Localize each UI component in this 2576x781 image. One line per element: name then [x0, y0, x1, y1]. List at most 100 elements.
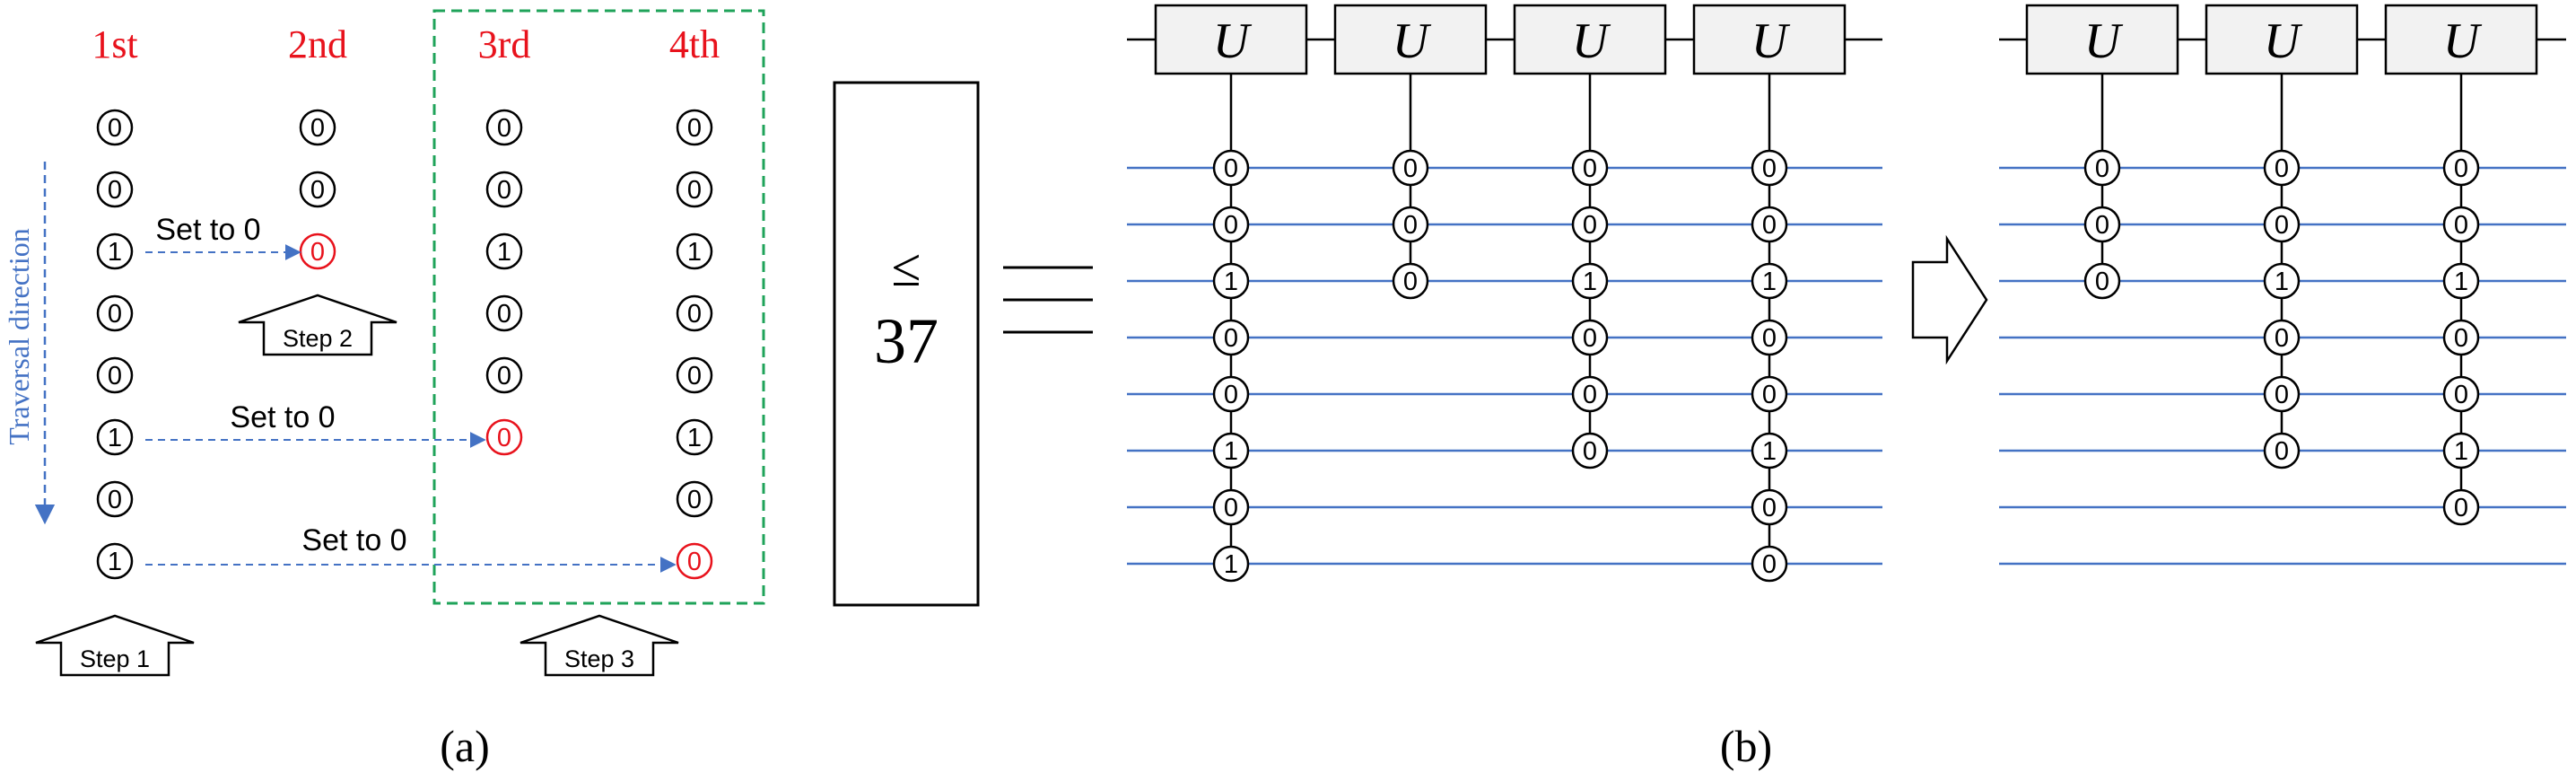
control-bit-value: 0	[1403, 154, 1418, 183]
control-bit-value: 0	[2454, 381, 2468, 409]
bit-value: 1	[108, 238, 122, 267]
control-bit: 0	[1571, 149, 1609, 187]
control-bit-value: 0	[1403, 211, 1418, 240]
u-gate-box	[1692, 4, 1847, 75]
bit-cell: 1	[676, 418, 713, 456]
bit-value: 0	[497, 362, 511, 390]
control-bit: 1	[1212, 432, 1250, 469]
step-1-label: Step 1	[80, 645, 150, 672]
bit-cell: 0	[676, 294, 713, 332]
control-bit-value: 0	[2454, 494, 2468, 522]
control-bit: 0	[2442, 319, 2480, 356]
bit-value: 0	[687, 176, 702, 205]
control-bit-value: 1	[1762, 268, 1777, 296]
bit-cell: 1	[676, 233, 713, 270]
control-bit-value: 0	[2275, 154, 2289, 183]
control-bit-value: 0	[1224, 324, 1238, 353]
bit-cell: 0	[485, 294, 523, 332]
control-bit: 0	[1751, 149, 1788, 187]
bit-value: 1	[687, 424, 702, 452]
control-bit: 0	[1571, 319, 1609, 356]
bit-value: 0	[108, 300, 122, 329]
bit-cell: 1	[96, 233, 134, 270]
grouping-box	[432, 9, 765, 605]
control-bit-value: 0	[2275, 437, 2289, 466]
control-bit-value: 0	[1583, 211, 1597, 240]
bit-value: 0	[687, 114, 702, 143]
control-bit-value: 0	[1403, 268, 1418, 296]
control-bit: 0	[2442, 375, 2480, 413]
u-gate-box	[1333, 4, 1488, 75]
bit-cell: 0	[676, 356, 713, 394]
control-bit: 0	[2442, 488, 2480, 526]
bit-cell: 0	[96, 480, 134, 518]
column-label-2nd: 2nd	[288, 22, 347, 66]
control-bit-value: 0	[2095, 268, 2109, 296]
bit-cell: 0	[485, 109, 523, 146]
control-bit-value: 0	[1762, 494, 1777, 522]
traversal-direction-label: Traversal direction	[3, 228, 35, 444]
column-label-3rd: 3rd	[478, 22, 531, 66]
control-bit-value: 0	[2095, 211, 2109, 240]
control-bit-value: 1	[1224, 268, 1238, 296]
control-bit: 1	[1571, 262, 1609, 300]
bit-value: 0	[687, 362, 702, 390]
u-gate-label: U	[1393, 13, 1432, 69]
bit-cell: 0	[676, 480, 713, 518]
control-bit-value: 0	[1583, 154, 1597, 183]
control-bit: 1	[2263, 262, 2301, 300]
u-gate-box	[2025, 4, 2179, 75]
bit-cell: 0	[299, 109, 336, 146]
column-label-4th: 4th	[669, 22, 720, 66]
control-bit: 0	[1392, 262, 1429, 300]
control-bit-value: 1	[1224, 550, 1238, 579]
bit-value: 0	[310, 114, 325, 143]
bit-cell: 0	[485, 171, 523, 208]
control-bit-value: 1	[1762, 437, 1777, 466]
control-bit-value: 0	[2275, 324, 2289, 353]
control-bit: 0	[2263, 206, 2301, 243]
bit-cell: 0	[96, 171, 134, 208]
bit-value: 0	[687, 300, 702, 329]
u-gate-label: U	[1572, 13, 1611, 69]
bit-value: 0	[310, 238, 325, 267]
u-gate-label: U	[2264, 13, 2303, 69]
control-bit: 0	[1212, 375, 1250, 413]
bit-cell: 0	[676, 542, 713, 580]
u-gate-label: U	[2084, 13, 2124, 69]
bit-value: 1	[108, 548, 122, 576]
control-bit: 0	[1212, 319, 1250, 356]
u-gate-box	[1513, 4, 1667, 75]
bit-cell: 1	[96, 542, 134, 580]
bit-cell: 1	[485, 233, 523, 270]
control-bit: 0	[1212, 149, 1250, 187]
control-bit-value: 0	[2454, 211, 2468, 240]
control-bit-value: 0	[1762, 381, 1777, 409]
bit-cell: 0	[485, 356, 523, 394]
bit-value: 0	[497, 300, 511, 329]
control-bit: 1	[2442, 432, 2480, 469]
control-bit: 0	[2263, 319, 2301, 356]
control-bit: 0	[1751, 206, 1788, 243]
control-bit-value: 1	[1583, 268, 1597, 296]
control-bit: 0	[2083, 206, 2121, 243]
bit-value: 0	[310, 176, 325, 205]
control-bit-value: 0	[1224, 154, 1238, 183]
bit-value: 0	[108, 362, 122, 390]
control-bit-value: 1	[2454, 437, 2468, 466]
control-bit: 0	[2263, 432, 2301, 469]
bit-cell: 0	[96, 294, 134, 332]
bit-value: 1	[497, 238, 511, 267]
u-gate-box	[1154, 4, 1308, 75]
bit-value: 0	[497, 114, 511, 143]
bit-value: 0	[687, 486, 702, 514]
u-gate-label: U	[1213, 13, 1253, 69]
